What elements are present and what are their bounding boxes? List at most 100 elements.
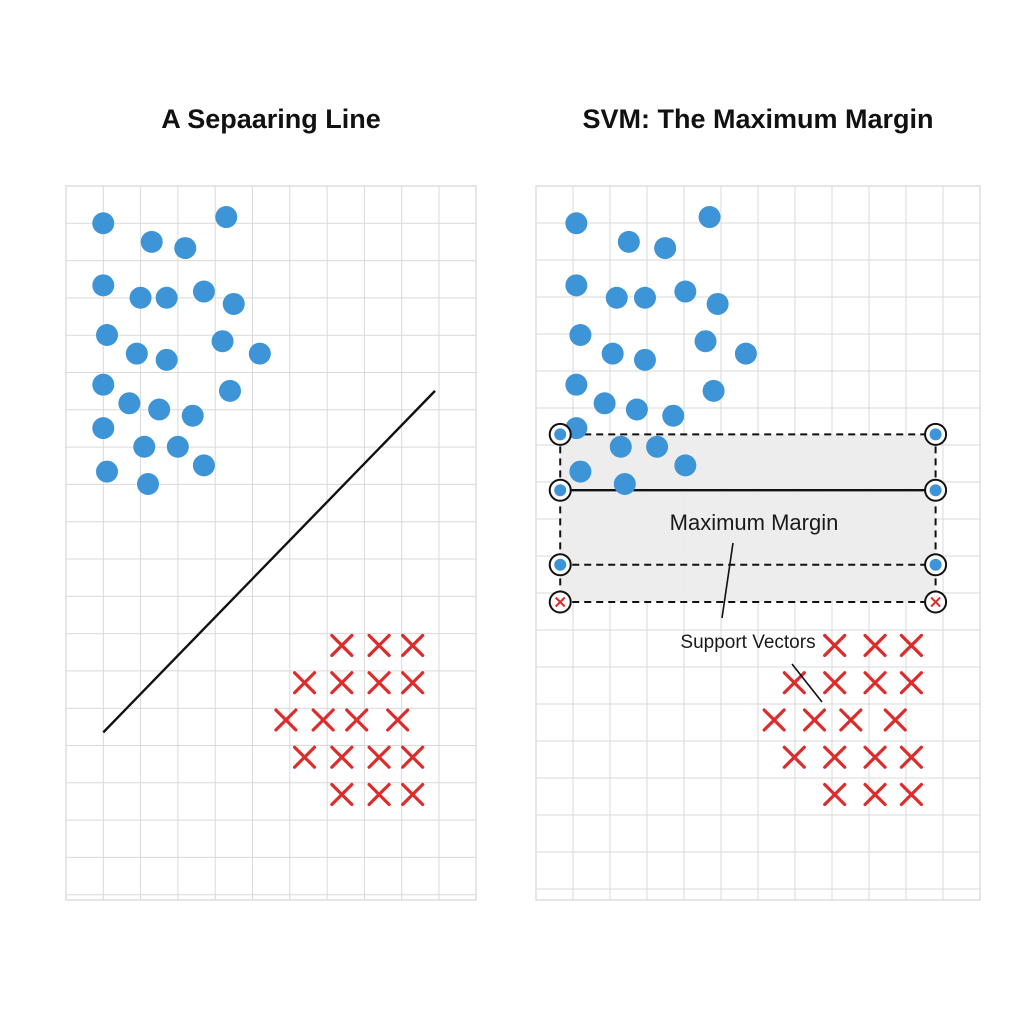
red-x-icon [899,782,923,807]
blue-dot-icon [192,454,215,477]
red-x-stroke [330,782,354,807]
blue-dot-icon [137,473,159,496]
red-x-stroke [863,671,887,695]
red-x-stroke [782,745,806,769]
red-x-icon [863,745,887,769]
red-x-stroke [386,708,410,732]
red-x-stroke [823,671,847,695]
blue-dot-icon [96,324,118,347]
blue-dot-icon [609,435,632,458]
right-panel-title: SVM: The Maximum Margin [582,104,934,134]
blue-dot-icon [92,417,115,440]
blue-dot-icon [118,392,141,415]
support-vector-circle-icon [924,553,948,577]
red-x-icon [782,745,806,769]
blue-dot-icon [617,230,640,253]
red-x-stroke [274,708,298,732]
blue-dot-icon [633,348,656,371]
red-x-stroke [367,782,391,807]
support-vectors-label: Support Vectors [680,632,815,653]
blue-dot-icon [601,342,624,365]
red-x-stroke [311,708,335,732]
blue-dot-icon [654,237,677,260]
margin-label-pointer [721,542,734,619]
blue-dot-icon [174,237,197,260]
blue-dot-icon [129,286,152,309]
red-x-stroke [899,782,923,807]
blue-dot-icon [96,460,118,483]
support-vector-dot [554,558,567,571]
blue-dot-icon [613,473,636,496]
support-vector-dot [929,558,942,571]
support-vector-circle-icon [924,422,948,446]
left-panel-title: A Sepaaring Line [161,104,381,134]
support-vector-x [930,596,941,608]
support-label-pointer [791,663,823,703]
maximum-margin-label: Maximum Margin [670,510,839,535]
red-x-icon [386,708,410,732]
red-x-icon [367,633,391,658]
support-vector-dot [554,484,567,497]
red-x-stroke [367,633,391,658]
blue-dot-icon [674,280,697,303]
blue-dot-icon [633,286,656,309]
support-vector-circle-icon [924,478,948,502]
red-x-stroke [367,745,391,769]
blue-dot-icon [140,230,163,253]
red-x-stroke [899,671,923,695]
red-x-stroke [863,782,887,807]
red-x-icon [839,708,863,732]
blue-dot-icon [565,274,588,297]
red-x-icon [899,671,923,695]
red-x-stroke [292,745,317,769]
red-x-icon [762,708,786,732]
red-x-icon [292,671,317,695]
blue-dot-icon [92,274,115,297]
blue-dot-icon [181,404,204,427]
red-x-stroke [367,671,391,695]
red-x-stroke [823,782,847,807]
red-x-stroke [762,708,786,732]
red-x-stroke [292,671,317,695]
blue-dot-icon [155,348,178,371]
red-x-icon [401,782,425,807]
blue-dot-icon [92,212,115,235]
blue-dot-icon [702,379,725,402]
blue-dot-icon [133,435,156,458]
red-x-stroke [401,782,425,807]
red-x-stroke [345,708,369,732]
blue-dot-icon [674,454,697,477]
blue-dot-icon [92,373,115,396]
red-x-icon [401,671,425,695]
blue-dot-icon [219,379,241,402]
red-x-icon [802,708,827,732]
red-x-icon [899,633,923,658]
red-x-stroke [899,633,923,658]
red-x-stroke [863,633,887,658]
red-x-icon [863,782,887,807]
support-vector-circle-icon [548,422,572,446]
red-x-stroke [823,633,847,658]
red-x-stroke [899,745,923,769]
red-x-icon [311,708,335,732]
red-x-stroke [839,708,863,732]
red-x-icon [292,745,317,769]
support-vector-dot [929,428,942,441]
blue-dot-icon [734,342,757,365]
support-vector-circle-icon [548,478,572,502]
red-x-icon [367,671,391,695]
blue-dot-icon [192,280,215,303]
blue-dot-icon [565,212,588,235]
blue-dot-icon [211,330,234,353]
red-x-stroke [883,708,907,732]
red-x-icon [330,745,354,769]
blue-dot-icon [215,206,238,229]
red-x-icon [899,745,923,769]
blue-dot-icon [166,435,189,458]
red-x-icon [401,745,425,769]
red-x-icon [330,633,354,658]
red-x-stroke [330,671,354,695]
blue-dot-icon [248,342,271,365]
